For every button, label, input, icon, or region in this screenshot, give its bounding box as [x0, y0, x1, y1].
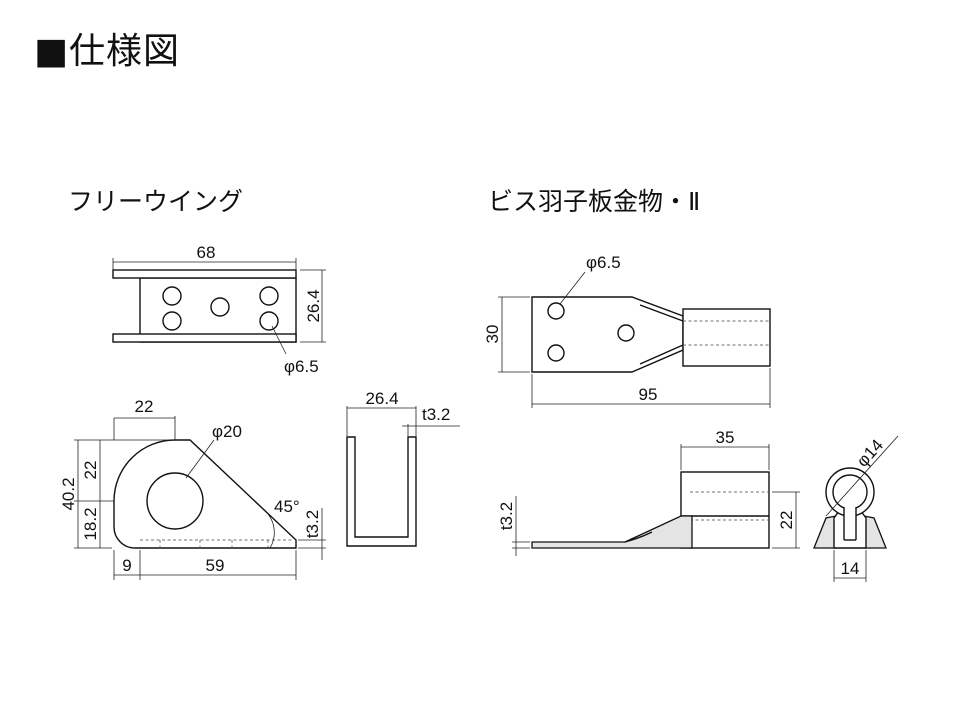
dim-plate-thickness: t3.2 [497, 502, 516, 530]
top-view-hole [210, 297, 230, 317]
dim-tube-height: 22 [777, 511, 796, 530]
dim-side-top: 22 [135, 397, 154, 416]
dim-big-hole: φ20 [212, 422, 242, 441]
product-title-free-wing: フリーウイング [68, 187, 244, 216]
dim-plate-width: 30 [483, 325, 502, 344]
plate-hole [547, 302, 565, 320]
ring-inner [832, 474, 868, 510]
dim-height-upper: 22 [81, 461, 100, 480]
free-wing-end-view: 26.4 t3.2 [346, 389, 460, 547]
dim-end-thickness: t3.2 [422, 405, 450, 424]
ring-right-wing [863, 515, 887, 549]
page-title: ■仕様図 [34, 31, 181, 72]
dim-end-width: 26.4 [365, 389, 398, 408]
dim-angle: 45° [274, 497, 300, 516]
dim-top-height: 26.4 [304, 289, 323, 322]
dim-side-thickness: t3.2 [303, 510, 322, 538]
ring-left-wing [813, 515, 837, 549]
free-wing-side-view: 22 φ20 40.2 22 18.2 9 59 45° t3.2 [59, 397, 326, 580]
plate-hole [617, 324, 635, 342]
product-title-screw-plate: ビス羽子板金物・Ⅱ [488, 187, 701, 216]
dim-top-width: 68 [197, 243, 216, 262]
dim-bottom-right: 59 [206, 556, 225, 575]
screw-plate-end-view: φ14 14 [813, 436, 899, 582]
dim-top-hole: φ6.5 [284, 357, 319, 376]
dim-plate-hole: φ6.5 [586, 253, 621, 272]
dim-ring-dia: φ14 [853, 436, 887, 471]
top-view-hole [162, 311, 182, 331]
free-wing-top-view: 68 26.4 φ6.5 [112, 243, 326, 376]
dim-height-total: 40.2 [59, 477, 78, 510]
side-plate [531, 515, 693, 549]
dim-plate-length: 95 [639, 385, 658, 404]
screw-plate-side-view: 35 22 t3.2 [497, 428, 800, 556]
dim-base-width: 14 [841, 559, 860, 578]
dim-height-lower: 18.2 [81, 507, 100, 540]
top-view-hole [259, 311, 279, 331]
top-view-hole [162, 286, 182, 306]
top-view-upper-flange [112, 269, 297, 279]
side-tube [680, 471, 770, 549]
plate-tube [682, 308, 771, 367]
plate-hole [547, 344, 565, 362]
side-view-big-hole [146, 472, 204, 530]
top-view-lower-flange [112, 333, 297, 343]
dim-tube-length: 35 [716, 428, 735, 447]
side-view-plate [113, 439, 297, 549]
screw-plate-top-view: φ6.5 30 95 [483, 253, 771, 408]
dim-bottom-left: 9 [122, 556, 131, 575]
top-view-hole [259, 286, 279, 306]
end-view-channel [346, 436, 417, 547]
